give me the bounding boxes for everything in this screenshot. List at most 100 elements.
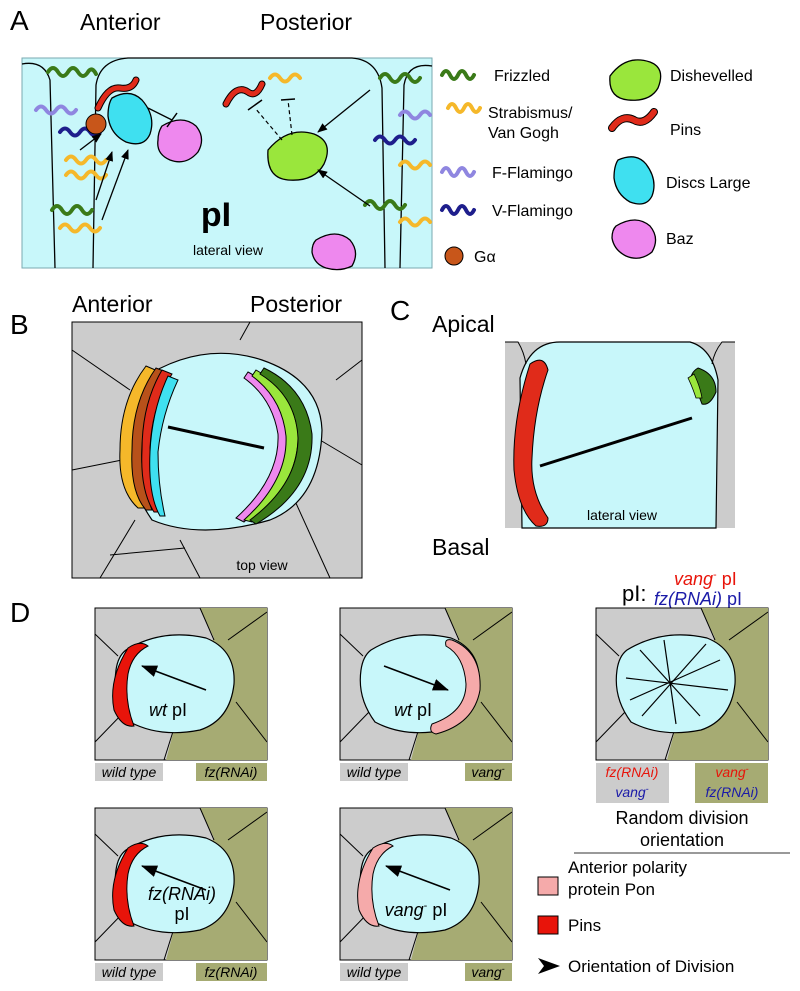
frizzled-posterior-crescent xyxy=(249,367,313,525)
cell-2-left-tag: wild type xyxy=(347,764,402,780)
pins-icon xyxy=(95,77,139,111)
pins-crescent xyxy=(112,842,149,927)
dashed-inhibition-bar xyxy=(247,99,263,111)
panel-d: D pI: vang- pI fz(RNAi) pI wt pI wild ty… xyxy=(10,569,790,981)
strabismus-icon xyxy=(64,154,108,166)
panel-b-anterior-label: Anterior xyxy=(72,291,153,317)
panel-b-view-label: top view xyxy=(236,557,288,573)
random-spindles xyxy=(625,639,729,725)
dashed-inhibition-bar xyxy=(280,98,296,101)
panel-d-cell-1: wt pI wild type fz(RNAi) xyxy=(94,607,268,781)
discs-large-icon xyxy=(613,156,655,205)
panel-d-legend: Anterior polarity protein Pon Pins Orien… xyxy=(537,858,734,976)
legend-frizzled: Frizzled xyxy=(494,68,550,85)
legend-strabismus: Strabismus/ xyxy=(488,105,573,122)
panel-c-cell xyxy=(519,341,719,529)
inhibition-bar xyxy=(166,112,178,128)
arrow xyxy=(317,169,371,207)
pon-crescent xyxy=(357,842,394,927)
cell-2-label: wt pI xyxy=(394,700,432,720)
panel-c-letter: C xyxy=(390,295,410,326)
panel-d-cell-random: fz(RNAi) vang- vang- fz(RNAi) Random div… xyxy=(574,607,790,854)
panel-b-posterior-label: Posterior xyxy=(250,291,342,317)
cell-3-right-tag: fz(RNAi) xyxy=(205,964,258,980)
panel-a-letter: A xyxy=(10,5,29,36)
pins-crescent xyxy=(112,642,149,727)
panel-c-basal-label: Basal xyxy=(432,534,490,560)
cell-1-label: wt pI xyxy=(149,700,187,720)
panel-c: C Apical Basal lateral view xyxy=(390,295,735,560)
inhibition-line xyxy=(147,107,173,121)
panel-d-cell-4: vang- pI wild type vang- xyxy=(339,807,513,981)
strabismus-icon xyxy=(398,159,432,171)
dishevelled-icon xyxy=(609,59,662,101)
dashed-inhibition xyxy=(287,99,293,136)
arrow xyxy=(95,151,113,201)
division-arrow xyxy=(385,865,451,891)
g-alpha-icon xyxy=(444,246,464,266)
panel-a-legend: Frizzled Strabismus/ Van Gogh F-Flamingo… xyxy=(440,59,753,266)
right-neighbor-outline xyxy=(399,64,433,269)
legend-strabismus-line2: Van Gogh xyxy=(488,125,559,142)
panel-c-apical-label: Apical xyxy=(432,311,495,337)
cell-3-label-line2: pI xyxy=(174,904,189,924)
panel-a-view-label: lateral view xyxy=(193,242,264,258)
panel-c-top-notch-left xyxy=(505,341,527,365)
arrow xyxy=(101,149,129,221)
legend-pins: Pins xyxy=(670,122,701,139)
random-left-bottom: vang- xyxy=(615,784,648,800)
panel-b-letter: B xyxy=(10,309,29,340)
f-flamingo-icon xyxy=(440,166,476,178)
cell-3-label: fz(RNAi) xyxy=(148,884,216,904)
panel-d-letter: D xyxy=(10,597,30,628)
pins-swatch-icon xyxy=(537,915,559,935)
pon-swatch-icon xyxy=(537,876,559,896)
division-arrow-icon xyxy=(538,958,560,974)
g-alpha-icon xyxy=(85,113,107,135)
pins-icon xyxy=(223,81,265,107)
discs-large-crescent xyxy=(149,375,179,517)
baz-icon xyxy=(311,233,357,271)
division-arrow xyxy=(383,665,449,691)
discs-large-icon xyxy=(107,92,153,145)
legend-baz: Baz xyxy=(666,231,694,248)
baz-icon xyxy=(157,119,203,163)
cell-4-label: vang- pI xyxy=(385,900,448,920)
panel-a-posterior-label: Posterior xyxy=(260,9,352,35)
strabismus-icon xyxy=(58,222,102,234)
neighbor-boundaries xyxy=(71,321,363,579)
cell-4-left-tag: wild type xyxy=(347,964,402,980)
pi-header-label: pI: xyxy=(622,581,646,606)
frizzled-icon xyxy=(363,199,407,211)
cell-1-left-tag: wild type xyxy=(102,764,157,780)
random-right-top: vang- xyxy=(715,764,748,780)
v-flamingo-icon xyxy=(440,204,476,216)
panel-a-anterior-label: Anterior xyxy=(80,9,161,35)
arrow xyxy=(317,89,371,133)
panel-a: A Anterior Posterior xyxy=(10,5,753,271)
left-neighbor-outline xyxy=(21,62,56,269)
division-arrow xyxy=(141,865,207,891)
spindle-line xyxy=(167,425,265,450)
random-caption-1: Random division xyxy=(615,808,748,828)
panel-c-top-notch-right xyxy=(711,341,735,365)
strabismus-icon xyxy=(64,169,108,181)
legend-pon-line2: protein Pon xyxy=(568,880,655,899)
legend-dishevelled: Dishevelled xyxy=(670,68,753,85)
cell-3-left-tag: wild type xyxy=(102,964,157,980)
legend-discs-large: Discs Large xyxy=(666,175,751,192)
panel-b: B Anterior Posterior top view xyxy=(10,291,363,579)
fz-pi-header: fz(RNAi) pI xyxy=(654,589,742,609)
legend-v-flamingo: V-Flamingo xyxy=(492,203,573,220)
v-flamingo-icon xyxy=(373,134,417,146)
random-caption-2: orientation xyxy=(640,830,724,850)
panel-d-cell-3: fz(RNAi) pI wild type fz(RNAi) xyxy=(94,807,268,981)
frizzled-icon xyxy=(50,204,94,216)
legend-f-flamingo: F-Flamingo xyxy=(492,165,573,182)
pins-icon xyxy=(609,109,657,131)
dishevelled-small-crescent xyxy=(687,373,703,399)
strabismus-icon xyxy=(446,102,482,114)
cell-4-right-tag: vang- xyxy=(471,964,504,980)
random-left-top: fz(RNAi) xyxy=(606,764,659,780)
